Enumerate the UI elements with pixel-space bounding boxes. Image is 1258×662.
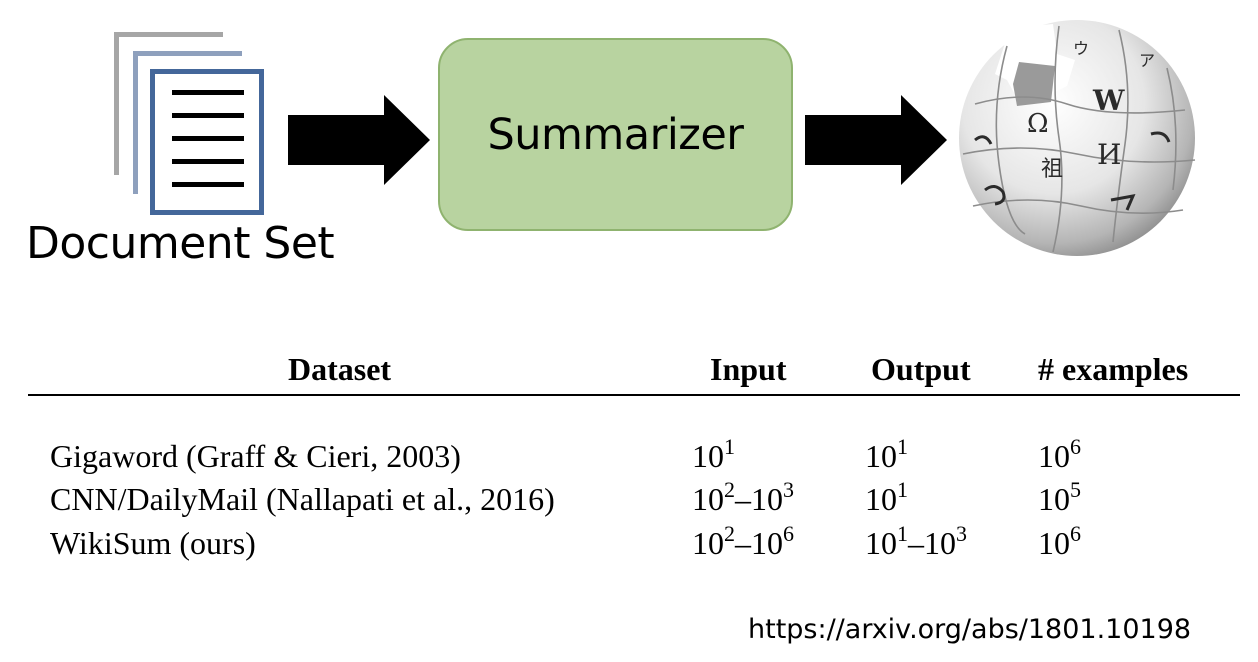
cell-input: 102–106 — [692, 521, 794, 562]
power-exponent: 2 — [724, 521, 735, 546]
header-examples: # examples — [1038, 351, 1189, 387]
power-exponent: 1 — [724, 434, 735, 459]
power-base: 10 — [692, 438, 724, 474]
power-exponent: 3 — [783, 477, 794, 502]
power-base: 10 — [1038, 525, 1070, 561]
wikipedia-globe-icon: Ω W И 祖 ア ウ — [959, 20, 1196, 256]
power-exponent: 6 — [1070, 521, 1081, 546]
globe-glyph: 祖 — [1041, 157, 1063, 182]
power-base: 10 — [865, 481, 897, 517]
cell-dataset: CNN/DailyMail (Nallapati et al., 2016) — [50, 481, 555, 517]
power-base: 10 — [924, 525, 956, 561]
power-base: 10 — [692, 481, 724, 517]
power-base: 10 — [1038, 481, 1070, 517]
document-text-line — [172, 113, 244, 118]
document-set-label: Document Set — [26, 218, 335, 269]
power-exponent: 1 — [897, 521, 908, 546]
document-text-line — [172, 90, 244, 95]
cell-dataset: Gigaword (Graff & Cieri, 2003) — [50, 438, 461, 474]
power-exponent: 2 — [724, 477, 735, 502]
globe-glyph: ア — [1139, 51, 1155, 70]
document-text-line — [172, 159, 244, 164]
power-exponent: 6 — [1070, 434, 1081, 459]
cell-output: 101 — [865, 436, 908, 475]
globe-glyph: ウ — [1073, 39, 1089, 58]
header-dataset: Dataset — [288, 351, 392, 387]
arrow-right-icon — [288, 95, 430, 185]
cell-input: 101 — [692, 436, 735, 475]
document-sheet-front — [150, 69, 264, 215]
globe-glyph: W — [1092, 84, 1125, 117]
cell-examples: 105 — [1038, 479, 1081, 518]
document-text-line — [172, 136, 244, 141]
summarizer-box: Summarizer — [438, 38, 793, 231]
cell-examples: 106 — [1038, 523, 1081, 562]
power-exponent: 5 — [1070, 477, 1081, 502]
document-set-icon — [110, 28, 270, 218]
power-exponent: 3 — [956, 521, 967, 546]
cell-output: 101–103 — [865, 521, 967, 562]
power-base: 10 — [692, 525, 724, 561]
globe-glyph: И — [1097, 138, 1121, 171]
power-exponent: 6 — [783, 521, 794, 546]
table-header-rule — [28, 394, 1240, 396]
header-output: Output — [871, 351, 971, 387]
header-input: Input — [710, 351, 787, 387]
arrow-right-icon — [805, 95, 947, 185]
power-base: 10 — [1038, 438, 1070, 474]
power-exponent: 1 — [897, 434, 908, 459]
cell-input: 102–103 — [692, 477, 794, 518]
cell-examples: 106 — [1038, 436, 1081, 475]
power-base: 10 — [865, 438, 897, 474]
power-base: 10 — [751, 481, 783, 517]
globe-glyph: Ω — [1027, 109, 1049, 139]
document-text-line — [172, 182, 244, 187]
power-exponent: 1 — [897, 477, 908, 502]
source-url: https://arxiv.org/abs/1801.10198 — [748, 614, 1192, 645]
power-base: 10 — [751, 525, 783, 561]
power-base: 10 — [865, 525, 897, 561]
cell-output: 101 — [865, 479, 908, 518]
summarizer-label: Summarizer — [487, 109, 744, 160]
cell-dataset: WikiSum (ours) — [50, 525, 256, 561]
